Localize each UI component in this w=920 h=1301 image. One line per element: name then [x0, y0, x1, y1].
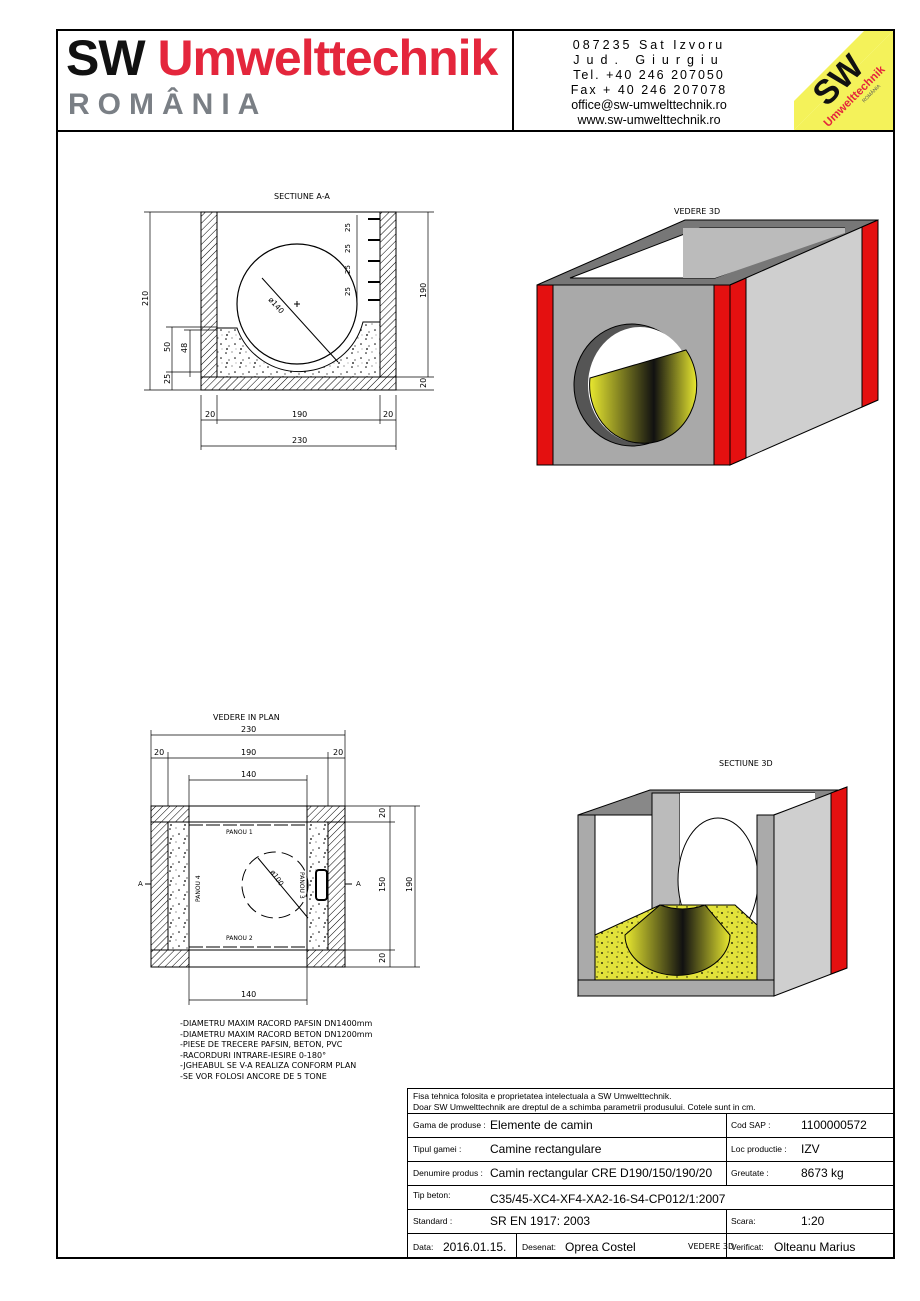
logo-graphic: SW Umwelttechnik ROMÂNIA	[794, 31, 893, 130]
svg-text:230: 230	[241, 725, 256, 734]
row-denumire: Denumire produs : Camin rectangular CRE …	[408, 1161, 893, 1185]
note-line: -PIESE DE TRECERE PAFSIN, BETON, PVC	[180, 1040, 343, 1049]
desenat-value: Oprea Costel	[565, 1240, 636, 1254]
cod-sap-value: 1100000572	[801, 1118, 867, 1132]
svg-text:20: 20	[378, 808, 387, 818]
svg-text:A: A	[138, 880, 143, 888]
svg-text:25: 25	[163, 374, 172, 384]
denumire-value: Camin rectangular CRE D190/150/190/20	[490, 1166, 713, 1180]
svg-text:20: 20	[333, 748, 343, 757]
section-3d-drawing	[577, 786, 848, 998]
title-block: Fisa tehnica folosita e proprietatea int…	[407, 1088, 895, 1259]
svg-text:190: 190	[419, 283, 428, 298]
note-line: -SE VOR FOLOSI ANCORE DE 5 TONE	[180, 1071, 327, 1081]
header-divider	[512, 31, 514, 130]
overlap-text: VEDERE 3D	[688, 1242, 735, 1251]
row-beton: Tip beton: C35/45-XC4-XF4-XA2-16-S4-CP01…	[408, 1185, 893, 1209]
section-3d-title: SECTIUNE 3D	[719, 759, 773, 768]
svg-text:150: 150	[378, 877, 387, 892]
svg-text:20: 20	[419, 378, 428, 388]
section-aa-drawing: ø140 25 25 25 25 210 50 48 25 190 20 20 …	[141, 211, 434, 450]
svg-text:20: 20	[378, 953, 387, 963]
section-aa-title: SECTIUNE A-A	[274, 192, 330, 201]
svg-text:48: 48	[180, 343, 189, 353]
contact-fax: Fax + 40 246 207078	[570, 83, 728, 97]
row-standard: Standard : SR EN 1917: 2003 Scara: 1:20	[408, 1209, 893, 1233]
row-tip: Tipul gamei : Camine rectangulare Loc pr…	[408, 1137, 893, 1161]
svg-text:190: 190	[405, 877, 414, 892]
brand-name: Umwelttechnik	[157, 30, 498, 86]
view-3d-title: VEDERE 3D	[674, 207, 721, 216]
row-semnaturi: Data: 2016.01.15. Desenat: Oprea Costel …	[408, 1233, 893, 1259]
svg-text:20: 20	[154, 748, 164, 757]
tip-value: Camine rectangulare	[490, 1142, 602, 1156]
standard-value: SR EN 1917: 2003	[490, 1214, 591, 1228]
brand-sw: SW	[66, 30, 146, 86]
svg-text:A: A	[356, 880, 361, 888]
svg-text:25: 25	[344, 223, 352, 232]
scara-value: 1:20	[801, 1214, 825, 1228]
gama-value: Elemente de camin	[490, 1118, 593, 1132]
notes-list: -DIAMETRU MAXIM RACORD PAFSIN DN1400mm -…	[180, 1019, 372, 1082]
note-line: -DIAMETRU MAXIM RACORD BETON DN1200mm	[180, 1029, 373, 1039]
greutate-value: 8673 kg	[801, 1166, 844, 1180]
svg-text:140: 140	[241, 770, 256, 779]
svg-text:210: 210	[141, 291, 150, 306]
brand-logo-text: SW Umwelttechnik	[66, 30, 498, 86]
svg-text:190: 190	[241, 748, 256, 757]
svg-text:25: 25	[344, 244, 352, 253]
brand-country: ROMÂNIA	[68, 88, 268, 121]
svg-text:PANOU 1: PANOU 1	[226, 829, 253, 836]
disclaimer-2: Doar SW Umwelttechnik are dreptul de a s…	[413, 1102, 756, 1112]
contact-phone: Tel. +40 246 207050	[573, 68, 725, 82]
contact-block: 087235 Sat Izvoru Jud. Giurgiu Tel. +40 …	[514, 38, 784, 128]
svg-text:25: 25	[344, 287, 352, 296]
verificat-value: Olteanu Marius	[774, 1240, 856, 1254]
plan-view-title: VEDERE IN PLAN	[213, 713, 280, 722]
svg-text:PANOU 2: PANOU 2	[226, 935, 253, 942]
row-gama: Gama de produse : Elemente de camin Cod …	[408, 1113, 893, 1137]
svg-text:20: 20	[205, 410, 215, 419]
company-logo: SW Umwelttechnik ROMÂNIA	[794, 31, 893, 130]
note-line: -DIAMETRU MAXIM RACORD PAFSIN DN1400mm	[180, 1019, 373, 1028]
data-value: 2016.01.15.	[443, 1240, 507, 1254]
svg-text:25: 25	[344, 265, 352, 274]
svg-text:PANOU 4: PANOU 4	[195, 875, 202, 902]
view-3d-drawing	[536, 219, 879, 466]
note-line: -JGHEABUL SE V-A REALIZA CONFORM PLAN	[180, 1061, 357, 1070]
svg-text:PANOU 3: PANOU 3	[298, 872, 305, 899]
contact-website[interactable]: www.sw-umwelttechnik.ro	[577, 113, 721, 127]
svg-text:230: 230	[292, 436, 307, 445]
svg-text:140: 140	[241, 990, 256, 999]
contact-address: 087235 Sat Izvoru	[572, 38, 726, 52]
contact-county: Jud. Giurgiu	[573, 53, 725, 67]
disclaimer-1: Fisa tehnica folosita e proprietatea int…	[413, 1091, 672, 1101]
beton-value: C35/45-XC4-XF4-XA2-16-S4-CP012/1:2007	[490, 1192, 726, 1206]
svg-text:190: 190	[292, 410, 307, 419]
svg-text:20: 20	[383, 410, 393, 419]
contact-email[interactable]: office@sw-umwelttechnik.ro	[571, 98, 727, 112]
loc-value: IZV	[801, 1142, 820, 1156]
svg-text:50: 50	[163, 342, 172, 352]
note-line: -RACORDURI INTRARE-IESIRE 0-180°	[180, 1050, 327, 1060]
plan-view-drawing: ø100 PANOU 1 PANOU 2 PANOU 3 PANOU 4 A A…	[138, 725, 420, 1005]
